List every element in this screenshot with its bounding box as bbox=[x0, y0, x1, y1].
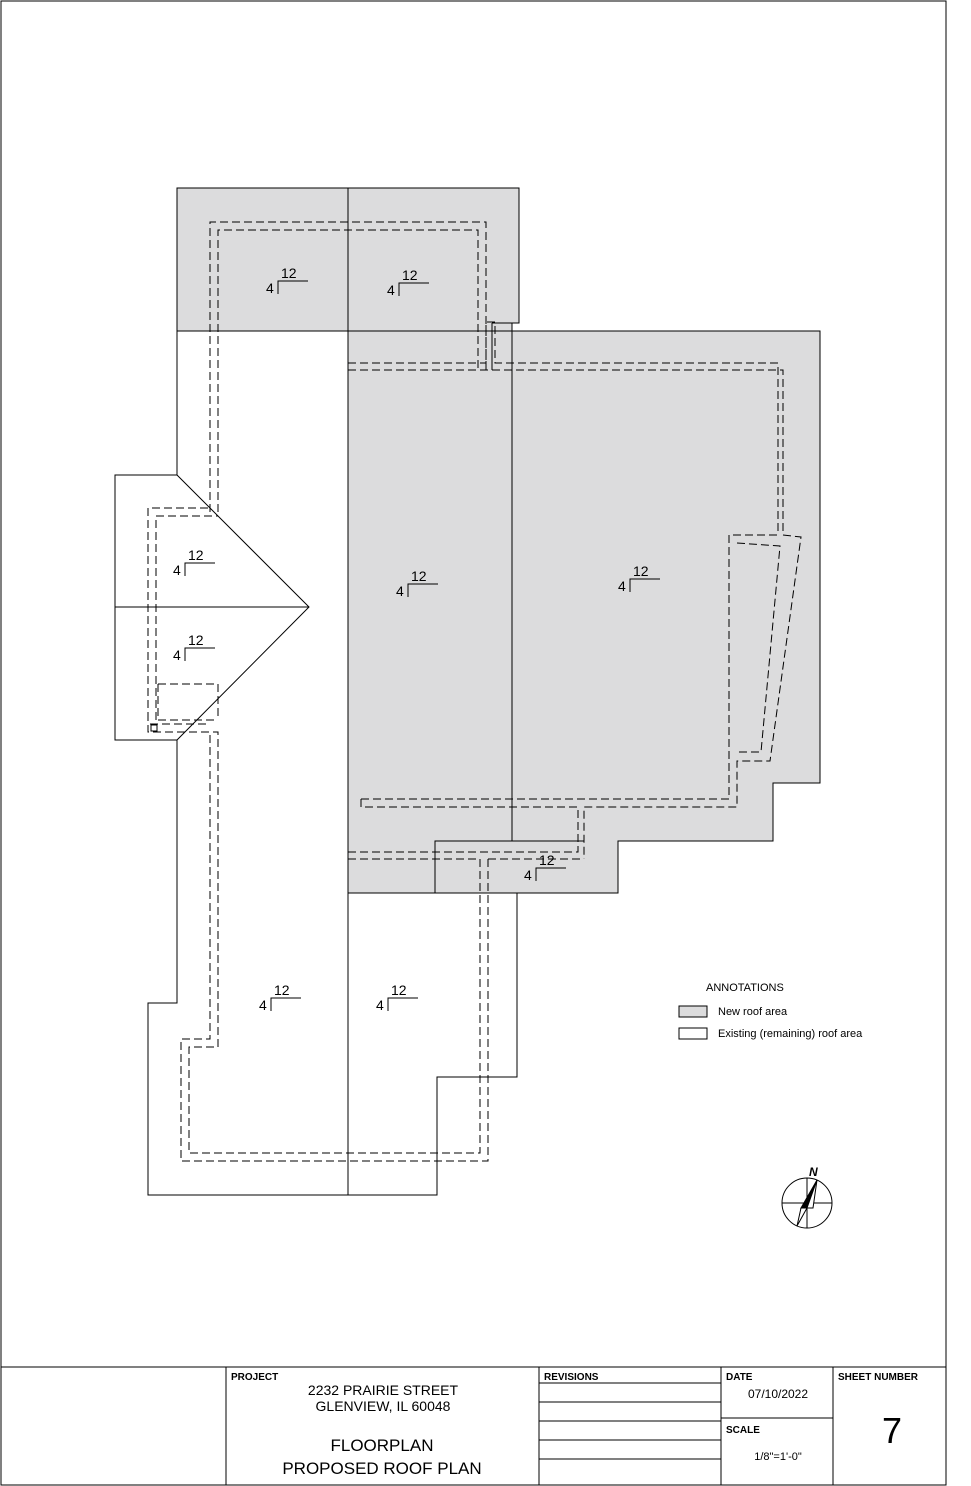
slope-marker: 12 4 bbox=[524, 852, 566, 883]
slope-marker: 12 4 bbox=[173, 632, 215, 663]
slope-run: 12 bbox=[539, 852, 555, 868]
slope-rise: 4 bbox=[173, 647, 181, 663]
slope-symbol bbox=[184, 647, 215, 661]
north-arrow-icon: N bbox=[781, 1165, 833, 1229]
downspout-marker bbox=[150, 724, 158, 732]
slope-symbol bbox=[277, 280, 308, 294]
scale-label: SCALE bbox=[726, 1425, 760, 1436]
slope-rise: 4 bbox=[266, 280, 274, 296]
legend: ANNOTATIONS New roof area Existing (rema… bbox=[678, 982, 863, 1040]
legend-label-existing: Existing (remaining) roof area bbox=[718, 1028, 863, 1040]
slope-marker: 12 4 bbox=[173, 547, 215, 578]
roof-plan bbox=[114, 187, 821, 1196]
roof-line bbox=[434, 840, 584, 893]
project-label: PROJECT bbox=[231, 1372, 278, 1383]
slope-symbol bbox=[535, 867, 566, 881]
slope-run: 12 bbox=[188, 632, 204, 648]
new-roof-main bbox=[347, 330, 821, 894]
slope-rise: 4 bbox=[376, 997, 384, 1013]
slope-symbol bbox=[387, 997, 418, 1011]
sheet-number-value: 7 bbox=[882, 1410, 902, 1451]
slope-rise: 4 bbox=[618, 578, 626, 594]
north-label: N bbox=[809, 1165, 818, 1179]
drawing-title-line1: FLOORPLAN bbox=[331, 1436, 434, 1455]
slope-symbol bbox=[629, 578, 660, 592]
roof-line bbox=[492, 322, 513, 841]
wall-lines bbox=[147, 221, 802, 1162]
slope-symbol bbox=[270, 997, 301, 1011]
legend-swatch-new bbox=[678, 1005, 708, 1018]
slope-run: 12 bbox=[188, 547, 204, 563]
slope-markers: 12 4 12 4 12 4 12 4 12 4 12 4 12 4 12 4 12 4 bbox=[173, 265, 660, 1013]
legend-title: ANNOTATIONS bbox=[706, 982, 784, 994]
slope-symbol bbox=[407, 583, 438, 597]
slope-marker: 12 4 bbox=[396, 568, 438, 599]
slope-symbol bbox=[184, 562, 215, 576]
title-block-text: PROJECT 2232 PRAIRIE STREET GLENVIEW, IL… bbox=[231, 1372, 919, 1478]
date-value: 07/10/2022 bbox=[748, 1387, 808, 1401]
revisions-label: REVISIONS bbox=[544, 1372, 599, 1383]
drawing-title-line2: PROPOSED ROOF PLAN bbox=[282, 1459, 481, 1478]
slope-run: 12 bbox=[274, 982, 290, 998]
legend-swatch-existing bbox=[678, 1027, 708, 1040]
legend-label-new: New roof area bbox=[718, 1006, 788, 1018]
slope-marker: 12 4 bbox=[266, 265, 308, 296]
title-block bbox=[1, 1366, 946, 1485]
slope-marker: 12 4 bbox=[618, 563, 660, 594]
slope-rise: 4 bbox=[396, 583, 404, 599]
slope-run: 12 bbox=[402, 267, 418, 283]
slope-symbol bbox=[398, 282, 429, 296]
project-address-line1: 2232 PRAIRIE STREET bbox=[308, 1382, 459, 1398]
slope-marker: 12 4 bbox=[259, 982, 301, 1013]
slope-rise: 4 bbox=[387, 282, 395, 298]
slope-run: 12 bbox=[411, 568, 427, 584]
date-label: DATE bbox=[726, 1372, 753, 1383]
slope-run: 12 bbox=[281, 265, 297, 281]
scale-value: 1/8"=1'-0" bbox=[754, 1451, 802, 1463]
sheet-border bbox=[0, 0, 947, 1486]
slope-run: 12 bbox=[633, 563, 649, 579]
slope-marker: 12 4 bbox=[387, 267, 429, 298]
slope-rise: 4 bbox=[173, 562, 181, 578]
slope-run: 12 bbox=[391, 982, 407, 998]
project-address-line2: GLENVIEW, IL 60048 bbox=[316, 1398, 451, 1414]
slope-marker: 12 4 bbox=[376, 982, 418, 1013]
slope-rise: 4 bbox=[524, 867, 532, 883]
sheet-number-label: SHEET NUMBER bbox=[838, 1372, 919, 1383]
slope-rise: 4 bbox=[259, 997, 267, 1013]
